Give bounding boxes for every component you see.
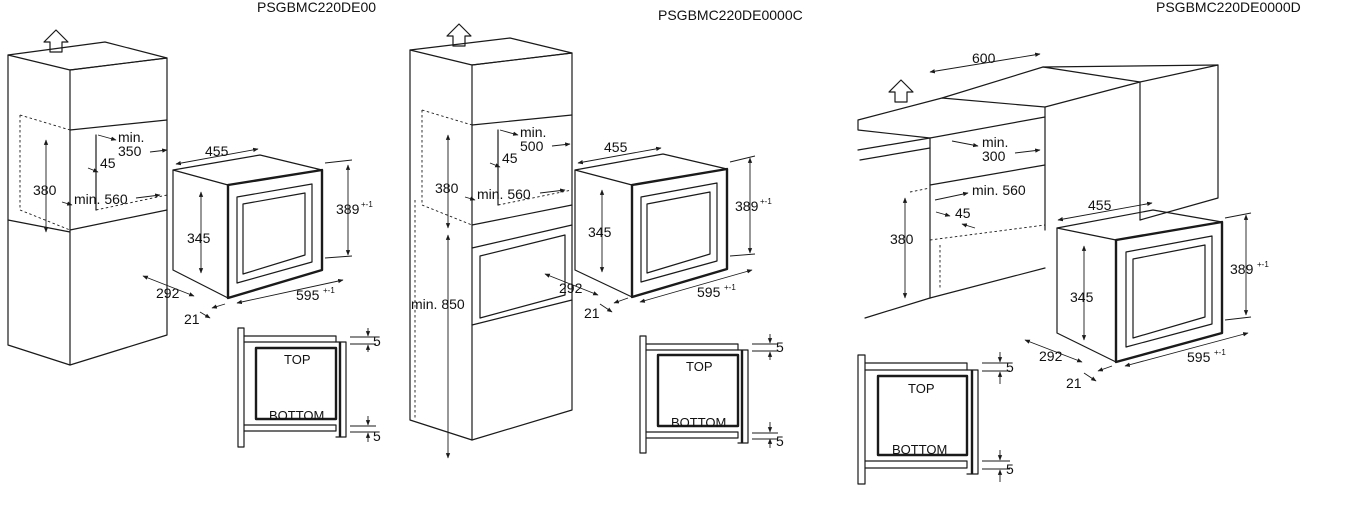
dim-5-b2: 5 (776, 433, 784, 449)
min-label-b: min. (520, 124, 546, 140)
dim-45-a: 45 (100, 155, 116, 171)
tol-389-a: +-1 (361, 200, 373, 209)
frame-section-a (237, 327, 347, 448)
dim-455-b: 455 (604, 139, 628, 155)
cabinet-a (7, 41, 168, 366)
countertop-c (857, 64, 1219, 319)
min-label-a: min. (118, 129, 144, 145)
dim-min560-c: min. 560 (972, 182, 1026, 198)
dim-389-a: 389 (336, 201, 360, 217)
dim-min560-a: min. 560 (74, 191, 128, 207)
dim-21-b: 21 (584, 305, 600, 321)
dim-45-c: 45 (955, 205, 971, 221)
dim-345-b: 345 (588, 224, 612, 240)
dim-389-b: 389 (735, 198, 759, 214)
dim-595-b: 595 (697, 284, 721, 300)
up-arrow-icon-b (446, 23, 472, 47)
dim-380-c: 380 (890, 231, 914, 247)
dim-5-c2: 5 (1006, 461, 1014, 477)
frame-section-c (857, 354, 979, 485)
dim-292-b: 292 (559, 280, 583, 296)
section-c: 600 min. 300 min. 560 45 380 455 345 389… (857, 50, 1269, 485)
microwave-c (1056, 209, 1224, 364)
dim-5-c1: 5 (1006, 359, 1014, 375)
dim-min850: min. 850 (411, 296, 465, 312)
cabinet-b (409, 37, 573, 441)
dim-21-c: 21 (1066, 375, 1082, 391)
section-b: 380 min. 850 min. 500 45 min. 560 455 34… (409, 23, 784, 459)
dim-292-c: 292 (1039, 348, 1063, 364)
microwave-a (172, 154, 324, 300)
label-bottom-c: BOTTOM (892, 442, 947, 457)
dim-455-c: 455 (1088, 197, 1112, 213)
label-bottom-a: BOTTOM (269, 408, 324, 423)
dim-300: 300 (982, 148, 1006, 164)
section-a: 380 min. 350 45 min. 560 455 345 389 +-1… (7, 29, 381, 448)
dim-min560-b: min. 560 (477, 186, 531, 202)
dim-600: 600 (972, 50, 996, 66)
tol-389-b: +-1 (760, 197, 772, 206)
label-top-b: TOP (686, 359, 713, 374)
tol-389-c: +-1 (1257, 260, 1269, 269)
dim-345-c: 345 (1070, 289, 1094, 305)
tol-595-b: +-1 (724, 283, 736, 292)
title-a: PSGBMC220DE00 (257, 0, 376, 15)
dim-350: 350 (118, 143, 142, 159)
dim-5-a2: 5 (373, 428, 381, 444)
dim-292-a: 292 (156, 285, 180, 301)
tol-595-a: +-1 (323, 286, 335, 295)
title-c: PSGBMC220DE0000D (1156, 0, 1301, 15)
title-b: PSGBMC220DE0000C (658, 7, 803, 23)
dim-595-c: 595 (1187, 349, 1211, 365)
dim-455-a: 455 (205, 143, 229, 159)
dim-500: 500 (520, 138, 544, 154)
dim-21-a: 21 (184, 311, 200, 327)
dim-595-a: 595 (296, 287, 320, 303)
dim-380-b: 380 (435, 180, 459, 196)
up-arrow-icon (43, 29, 69, 53)
frame-section-b (639, 335, 749, 454)
dim-45-b: 45 (502, 150, 518, 166)
dim-345-a: 345 (187, 230, 211, 246)
label-bottom-b: BOTTOM (671, 415, 726, 430)
min-label-c: min. (982, 134, 1008, 150)
label-top-a: TOP (284, 352, 311, 367)
up-arrow-icon-c (888, 79, 914, 103)
dim-380-a: 380 (33, 182, 57, 198)
tol-595-c: +-1 (1214, 348, 1226, 357)
dim-5-b1: 5 (776, 339, 784, 355)
dim-5-a1: 5 (373, 333, 381, 349)
dim-389-c: 389 (1230, 261, 1254, 277)
label-top-c: TOP (908, 381, 935, 396)
